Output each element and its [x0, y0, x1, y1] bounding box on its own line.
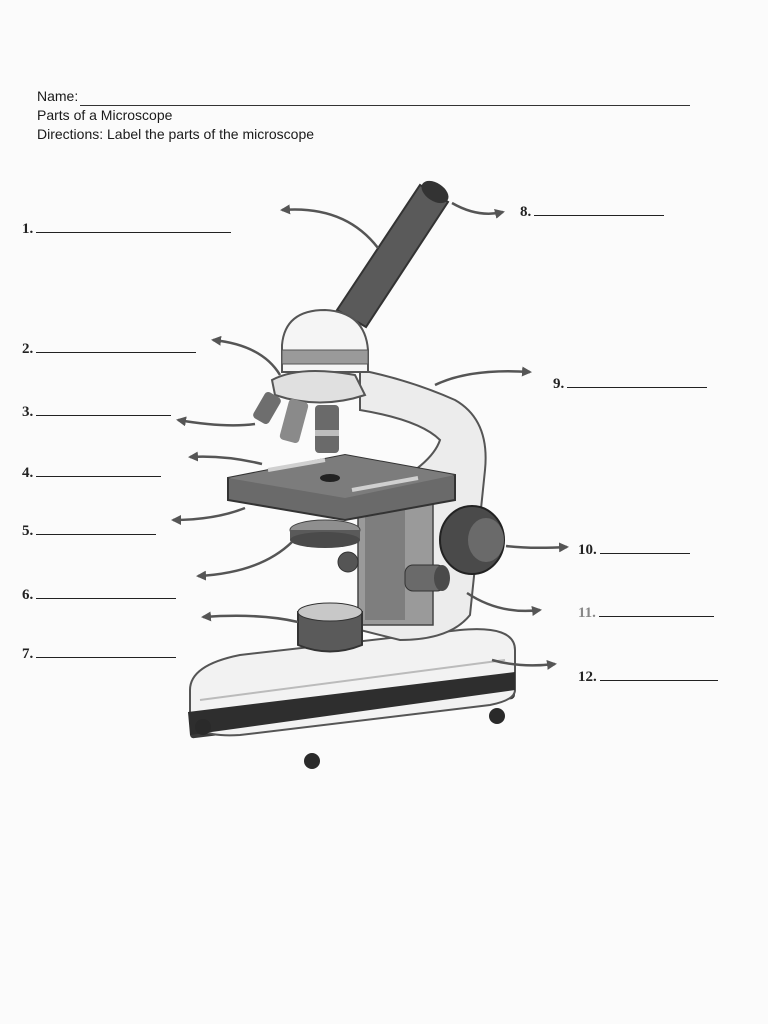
- arrow-6: [196, 541, 293, 581]
- arrow-10: [505, 542, 569, 553]
- objective-lens-1: [253, 391, 281, 425]
- name-field-line[interactable]: [80, 90, 691, 106]
- label-6: 6.: [22, 586, 177, 604]
- worksheet-header: Name: Parts of a Microscope Directions: …: [37, 87, 691, 144]
- arrow-12: [491, 658, 557, 670]
- label-12: 12.: [578, 668, 718, 686]
- answer-blank[interactable]: [36, 403, 172, 416]
- answer-blank[interactable]: [567, 375, 708, 388]
- label-9: 9.: [553, 375, 708, 393]
- arrow-7: [201, 611, 299, 624]
- label-1: 1.: [22, 220, 232, 238]
- label-number: 12.: [578, 669, 597, 685]
- coarse-adjustment-knob: [439, 505, 505, 575]
- arrow-8: [451, 201, 505, 219]
- worksheet-title: Parts of a Microscope: [37, 107, 173, 123]
- arrow-5: [171, 506, 246, 525]
- answer-blank[interactable]: [599, 541, 690, 554]
- label-7: 7.: [22, 645, 177, 663]
- label-5: 5.: [22, 522, 157, 540]
- label-number: 3.: [22, 404, 34, 420]
- arrow-2: [211, 335, 282, 376]
- microscope-head: [281, 308, 369, 373]
- arrow-3: [176, 416, 256, 427]
- arrow-9: [434, 366, 532, 387]
- answer-blank[interactable]: [36, 586, 177, 599]
- label-8: 8.: [520, 203, 665, 221]
- pointer-arrows: [171, 201, 569, 670]
- microscope-base: [188, 628, 516, 769]
- label-number: 11.: [578, 605, 596, 621]
- label-number: 5.: [22, 523, 34, 539]
- label-number: 7.: [22, 646, 34, 662]
- answer-blank[interactable]: [598, 604, 714, 617]
- label-2: 2.: [22, 340, 197, 358]
- answer-blank[interactable]: [36, 220, 232, 233]
- label-number: 4.: [22, 465, 34, 481]
- label-10: 10.: [578, 541, 690, 559]
- fine-adjustment-knob-left: [337, 551, 359, 573]
- answer-blank[interactable]: [534, 203, 665, 216]
- fine-adjustment-knob: [404, 564, 450, 592]
- eyepiece-tube: [335, 180, 450, 329]
- answer-blank[interactable]: [36, 464, 162, 477]
- label-3: 3.: [22, 403, 172, 421]
- label-number: 6.: [22, 587, 34, 603]
- worksheet-directions: Directions: Label the parts of the micro…: [37, 126, 315, 142]
- arrow-4: [188, 451, 263, 466]
- answer-blank[interactable]: [36, 645, 177, 658]
- objective-lens-2: [279, 399, 309, 443]
- label-number: 2.: [22, 341, 34, 357]
- arrow-1: [280, 204, 379, 249]
- answer-blank[interactable]: [36, 340, 197, 353]
- answer-blank[interactable]: [599, 668, 718, 681]
- label-number: 8.: [520, 204, 532, 220]
- label-number: 10.: [578, 542, 597, 558]
- diaphragm: [289, 519, 361, 548]
- label-number: 1.: [22, 221, 34, 237]
- label-11: 11.: [578, 604, 714, 622]
- light-source: [297, 602, 363, 653]
- name-label: Name:: [37, 88, 79, 104]
- answer-blank[interactable]: [36, 522, 157, 535]
- name-row: Name:: [37, 87, 691, 106]
- arrow-11: [466, 591, 542, 616]
- label-number: 9.: [553, 376, 565, 392]
- label-4: 4.: [22, 464, 162, 482]
- objective-lens-3: [315, 405, 339, 453]
- nosepiece: [253, 370, 367, 453]
- microscope-stage: [227, 453, 456, 522]
